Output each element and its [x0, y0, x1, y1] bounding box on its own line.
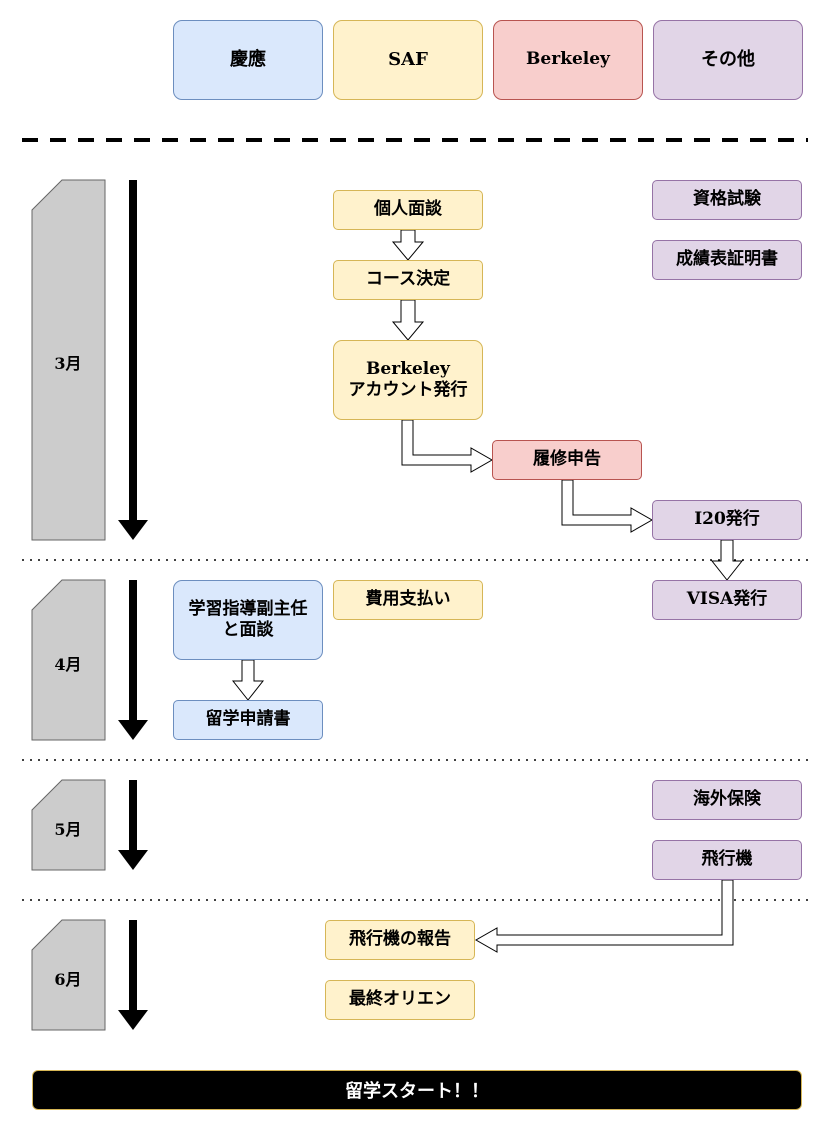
month-card-april — [31, 579, 106, 741]
flow-arrow-flight-to-report — [474, 879, 734, 953]
column-header-berkeley: Berkeley — [493, 20, 643, 100]
flow-arrow-course-to-account — [391, 299, 425, 341]
timeline-arrow-june — [118, 920, 148, 1030]
step-course-decision: コース決定 — [333, 260, 483, 300]
month-card-june — [31, 919, 106, 1031]
step-application-form: 留学申請書 — [173, 700, 323, 740]
step-berkeley-account-line1: Berkeley — [366, 358, 450, 379]
step-transcript: 成績表証明書 — [652, 240, 802, 280]
flow-arrow-advisor-to-application — [231, 659, 265, 701]
timeline-arrow-april — [118, 580, 148, 740]
step-advisor-interview-line2: と面談 — [222, 620, 274, 640]
step-payment: 費用支払い — [333, 580, 483, 620]
month-label-may: 5月 — [54, 820, 82, 839]
step-final-orientation: 最終オリエン — [325, 980, 475, 1020]
step-berkeley-account-line2: アカウント発行 — [348, 380, 468, 400]
month-card-march — [31, 179, 106, 541]
flow-arrow-interview-to-course — [391, 229, 425, 261]
step-flight: 飛行機 — [652, 840, 802, 880]
step-course-enrollment: 履修申告 — [492, 440, 642, 480]
step-visa-issuance: VISA発行 — [652, 580, 802, 620]
step-flight-report: 飛行機の報告 — [325, 920, 475, 960]
step-i20-issuance: I20発行 — [652, 500, 802, 540]
column-header-keio: 慶應 — [173, 20, 323, 100]
study-abroad-start-banner: 留学スタート！！ — [32, 1070, 802, 1110]
month-label-march: 3月 — [54, 354, 82, 373]
flow-arrow-enrollment-to-i20 — [561, 479, 654, 533]
step-visa-issuance-label: VISA発行 — [686, 589, 768, 610]
step-berkeley-account: Berkeley アカウント発行 — [333, 340, 483, 420]
step-advisor-interview-line1: 学習指導副主任 — [188, 598, 308, 619]
month-label-april: 4月 — [54, 655, 82, 674]
timeline-arrow-march — [118, 180, 148, 540]
step-advisor-interview: 学習指導副主任 と面談 — [173, 580, 323, 660]
flow-arrow-account-to-enrollment — [401, 419, 494, 473]
step-qualification-exam: 資格試験 — [652, 180, 802, 220]
flow-arrow-i20-to-visa — [710, 539, 744, 581]
timeline-arrow-may — [118, 780, 148, 870]
month-card-may — [31, 779, 106, 871]
step-overseas-insurance: 海外保険 — [652, 780, 802, 820]
column-header-saf: SAF — [333, 20, 483, 100]
column-header-other: その他 — [653, 20, 803, 100]
month-label-june: 6月 — [54, 970, 82, 989]
step-personal-interview: 個人面談 — [333, 190, 483, 230]
step-i20-issuance-label: I20発行 — [694, 509, 760, 530]
